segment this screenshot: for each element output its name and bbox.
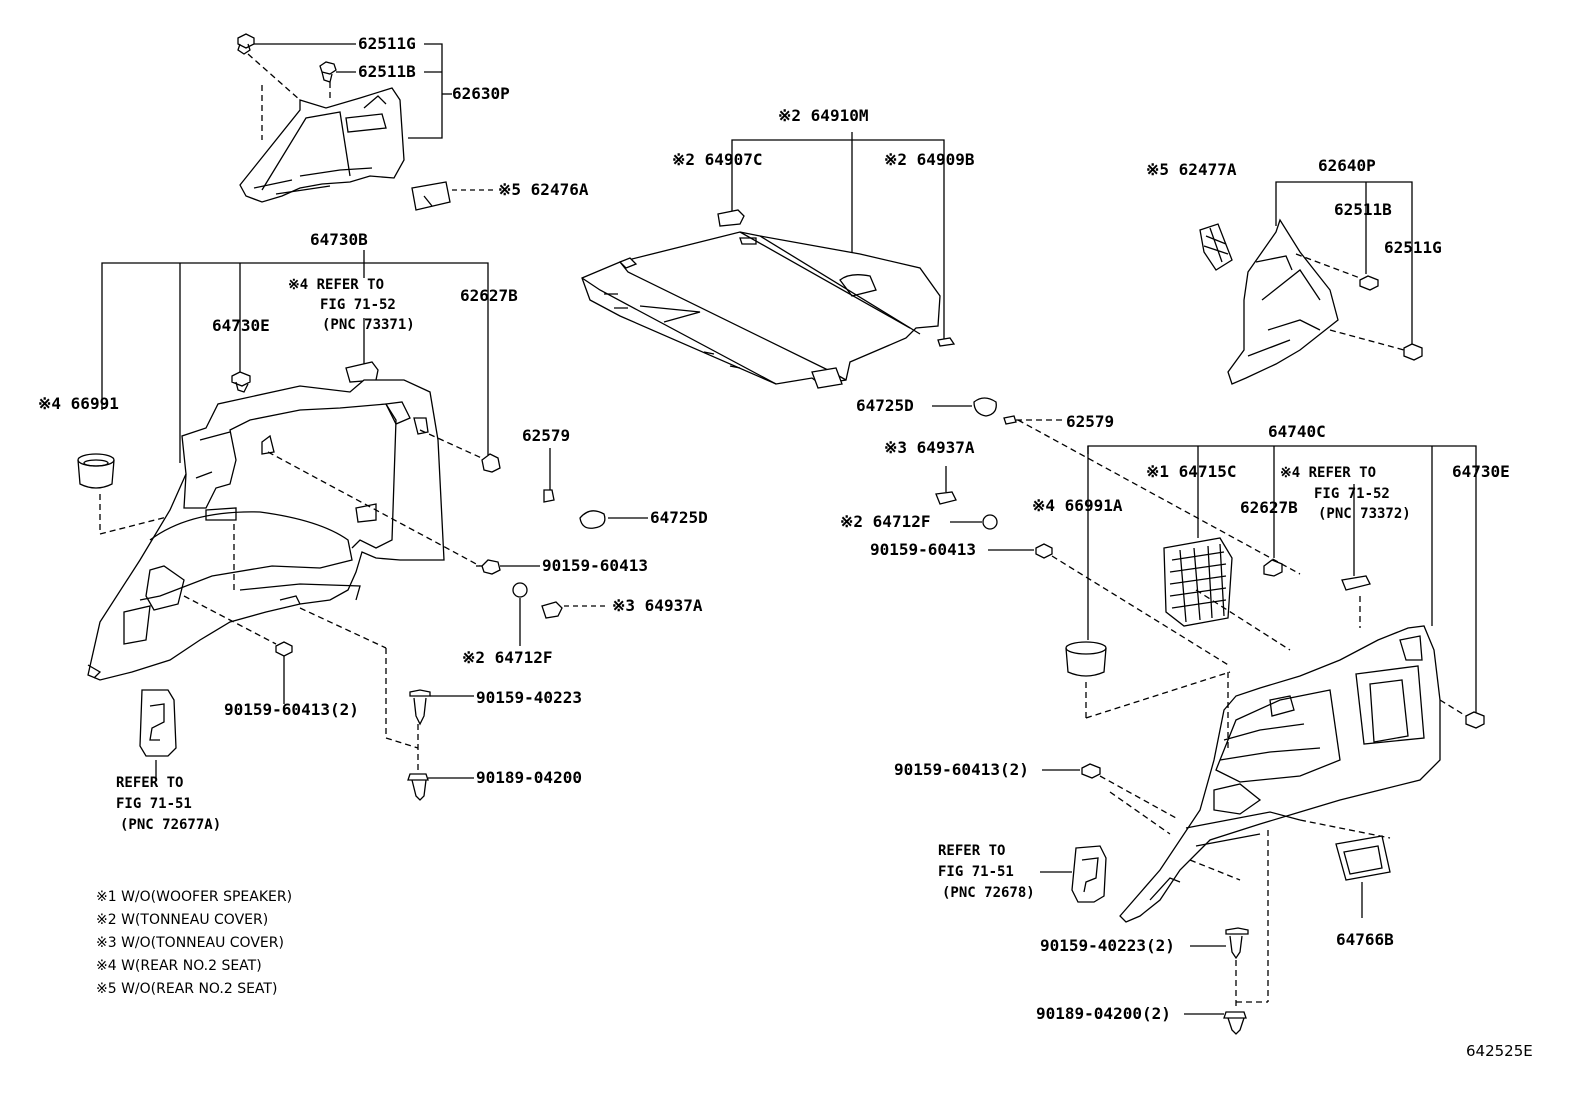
part-64937A-mid: ※3 64937A	[884, 438, 975, 457]
clip-62511G-top	[238, 34, 254, 54]
part-62511G-right: 62511G	[1384, 238, 1442, 257]
part-66991: ※4 66991	[38, 394, 119, 413]
part-64712F-left: ※2 64712F	[462, 648, 553, 667]
part-90159-60413-2-left: 90159-60413(2)	[224, 700, 359, 719]
part-62511B-right: 62511B	[1334, 200, 1392, 219]
refer-fig-71-51-right-line2: FIG 71-51	[938, 864, 1014, 880]
part-64712F-mid: ※2 64712F	[840, 512, 931, 531]
upper-quarter-panel-left	[238, 34, 496, 210]
part-62627B-right: 62627B	[1240, 498, 1298, 517]
refer-fig-71-51-left-line2: FIG 71-51	[116, 796, 192, 812]
part-90189-04200-2-right: 90189-04200(2)	[1036, 1004, 1171, 1023]
part-62511G-top: 62511G	[358, 34, 416, 53]
figure-id: 642525E	[1466, 1042, 1533, 1060]
refer-fig-71-52-right-line1: ※4 REFER TO	[1280, 465, 1377, 481]
part-90159-40223-2-right: 90159-40223(2)	[1040, 936, 1175, 955]
part-62627B-left: 62627B	[460, 286, 518, 305]
part-62476A: ※5 62476A	[498, 180, 589, 199]
part-64730B: 64730B	[310, 230, 368, 249]
legend-note-3: ※3 W/O(TONNEAU COVER)	[96, 935, 284, 951]
part-62511B-top: 62511B	[358, 62, 416, 81]
mid-small-parts	[932, 398, 1300, 666]
refer-fig-71-52-left-line2: FIG 71-52	[320, 297, 396, 313]
refer-fig-71-51-right-line1: REFER TO	[938, 843, 1006, 859]
part-64715C: ※1 64715C	[1146, 462, 1237, 481]
refer-fig-71-52-right-line2: FIG 71-52	[1314, 486, 1390, 502]
refer-fig-71-52-right-line3: (PNC 73372)	[1318, 506, 1411, 522]
clip-62511B-top	[320, 62, 336, 82]
part-64725D-mid: 64725D	[856, 396, 914, 415]
tonneau-cover	[582, 132, 954, 388]
clip-64730E-left	[232, 372, 250, 392]
refer-fig-71-51-right-line3: (PNC 72678)	[942, 885, 1035, 901]
part-62579-left: 62579	[522, 426, 571, 445]
part-62579-mid: 62579	[1066, 412, 1115, 431]
quarter-trim-panel-right	[1040, 446, 1484, 1034]
part-90159-60413-left: 90159-60413	[542, 556, 648, 575]
part-64730E-left: 64730E	[212, 316, 270, 335]
quarter-trim-panel-left	[78, 250, 648, 800]
legend-note-1: ※1 W/O(WOOFER SPEAKER)	[96, 889, 293, 905]
part-90159-60413-mid: 90159-60413	[870, 540, 976, 559]
part-62640P: 62640P	[1318, 156, 1376, 175]
clip-62627B-left	[482, 454, 500, 472]
part-64910M: ※2 64910M	[778, 106, 869, 125]
part-66991A: ※4 66991A	[1032, 496, 1123, 515]
part-62630P: 62630P	[452, 84, 510, 103]
part-90189-04200-left: 90189-04200	[476, 768, 582, 787]
refer-fig-71-51-left-line1: REFER TO	[116, 775, 184, 791]
part-64907C: ※2 64907C	[672, 150, 763, 169]
part-90159-60413-2-right: 90159-60413(2)	[894, 760, 1029, 779]
part-90159-40223-left: 90159-40223	[476, 688, 582, 707]
refer-fig-71-52-left-line1: ※4 REFER TO	[288, 277, 385, 293]
upper-quarter-panel-right	[1200, 182, 1422, 384]
part-64766B: 64766B	[1336, 930, 1394, 949]
part-64937A-left: ※3 64937A	[612, 596, 703, 615]
cup-66991	[78, 454, 114, 488]
refer-fig-71-52-left-line3: (PNC 73371)	[322, 317, 415, 333]
legend-note-5: ※5 W/O(REAR NO.2 SEAT)	[96, 981, 278, 997]
legend-note-4: ※4 W(REAR NO.2 SEAT)	[96, 958, 262, 974]
part-64725D-left: 64725D	[650, 508, 708, 527]
part-64909B: ※2 64909B	[884, 150, 975, 169]
part-62477A: ※5 62477A	[1146, 160, 1237, 179]
part-64740C: 64740C	[1268, 422, 1326, 441]
part-64730E-right: 64730E	[1452, 462, 1510, 481]
legend-note-2: ※2 W(TONNEAU COVER)	[96, 912, 269, 928]
refer-fig-71-51-left-line3: (PNC 72677A)	[120, 817, 222, 833]
